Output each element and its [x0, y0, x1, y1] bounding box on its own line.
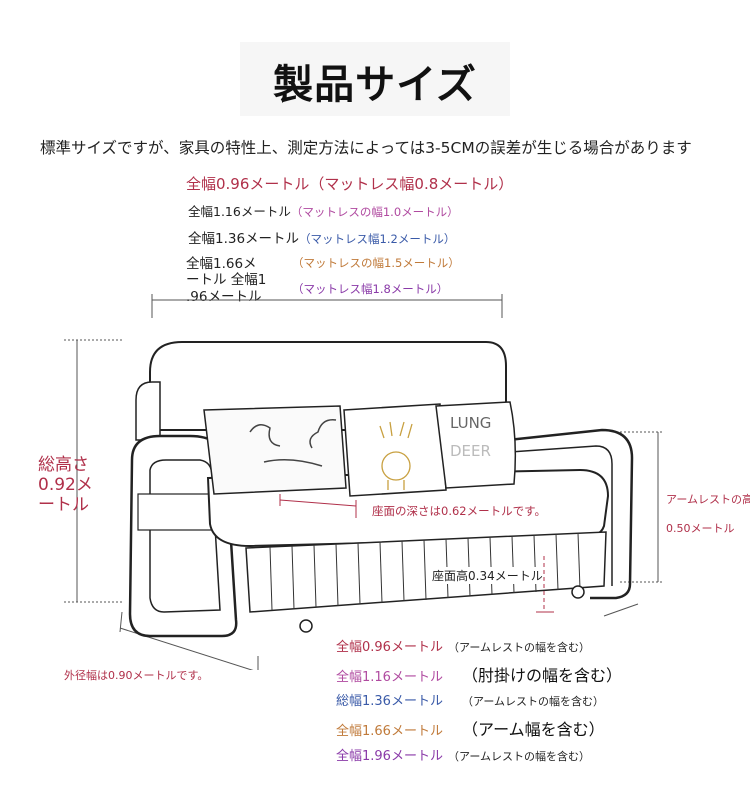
width-label-5-paren: （マットレス幅1.8メートル） — [292, 282, 449, 296]
width-label-2: 全幅1.16メートル（マットレスの幅1.0メートル） — [188, 201, 459, 220]
bottom-width-row-2-main: 全幅1.16メートル — [336, 670, 443, 685]
bottom-width-row-3-note: （アームレストの幅を含む） — [462, 695, 605, 708]
bottom-width-row-3: 総幅1.36メートル （アームレストの幅を含む） — [336, 690, 604, 709]
right-armrest — [507, 428, 634, 600]
tolerance-note: 標準サイズですが、家具の特性上、測定方法によっては3-5CMの誤差が生じる場合が… — [40, 139, 692, 157]
pillow-text-line2: DEER — [450, 442, 491, 460]
pillow-text-line1: LUNG — [450, 414, 491, 432]
seat-depth-marker — [279, 494, 357, 518]
width-label-3-main: 全幅1.36メートル — [188, 231, 300, 247]
total-height-label: 総高さ0.92メートル — [38, 455, 93, 515]
armrest-height-value: 0.50メートル — [666, 522, 735, 535]
width-label-4-line3: .96メートル — [186, 289, 262, 305]
width-label-3-paren: （マットレス幅1.2メートル） — [299, 232, 456, 246]
bottom-width-row-1-note: （アームレストの幅を含む） — [448, 641, 591, 654]
width-label-2-main: 全幅1.16メートル — [188, 204, 291, 219]
bottom-width-row-2-note: （肘掛けの幅を含む） — [462, 666, 623, 685]
seat-depth-label: 座面の深さは0.62メートルです。 — [372, 503, 546, 519]
title-background — [240, 42, 510, 116]
page-title: 製品サイズ — [273, 62, 477, 108]
width-label-3: 全幅1.36メートル（マットレス幅1.2メートル） — [188, 227, 455, 247]
width-label-4-line2: ートル 全幅1 — [186, 272, 267, 288]
width-dimension-line — [151, 294, 503, 318]
bottom-width-row-5-main: 全幅1.96メートル — [336, 749, 443, 764]
sofa-bed-illustration: LUNG DEER — [64, 294, 664, 670]
wheels — [299, 585, 585, 633]
pillow-deer-antler — [203, 405, 347, 495]
outer-width-label: 外径幅は0.90メートルです。 — [64, 669, 209, 682]
bottom-width-row-4: 全幅1.66メートル （アーム幅を含む） — [336, 716, 605, 740]
armrest-height-line — [620, 431, 664, 583]
width-label-1: 全幅0.96メートル（マットレス幅0.8メートル） — [186, 175, 514, 193]
height-dimension-line — [64, 339, 124, 603]
seat-height-marker — [536, 556, 554, 613]
width-label-4-paren: （マットレスの幅1.5メートル） — [292, 256, 460, 270]
bottom-width-row-4-note: （アーム幅を含む） — [462, 720, 605, 739]
bottom-width-row-4-main: 全幅1.66メートル — [336, 724, 443, 739]
width-label-2-paren: （マットレスの幅1.0メートル） — [290, 205, 459, 219]
width-label-4-line1: 全幅1.66メ — [186, 256, 257, 272]
bottom-width-row-2: 全幅1.16メートル （肘掛けの幅を含む） — [336, 662, 622, 686]
bottom-width-row-5-note: （アームレストの幅を含む） — [448, 750, 591, 763]
bottom-width-row-1-main: 全幅0.96メートル — [336, 640, 443, 655]
pillow-deer — [343, 403, 447, 497]
bottom-width-row-5: 全幅1.96メートル （アームレストの幅を含む） — [336, 745, 590, 764]
seat-height-label: 座面高0.34メートル — [432, 567, 543, 584]
pillow-lung-deer — [435, 401, 517, 489]
bottom-width-row-1: 全幅0.96メートル （アームレストの幅を含む） — [336, 636, 590, 655]
bottom-width-row-3-main: 総幅1.36メートル — [336, 694, 443, 709]
armrest-height-title: アームレストの高 — [666, 493, 750, 506]
